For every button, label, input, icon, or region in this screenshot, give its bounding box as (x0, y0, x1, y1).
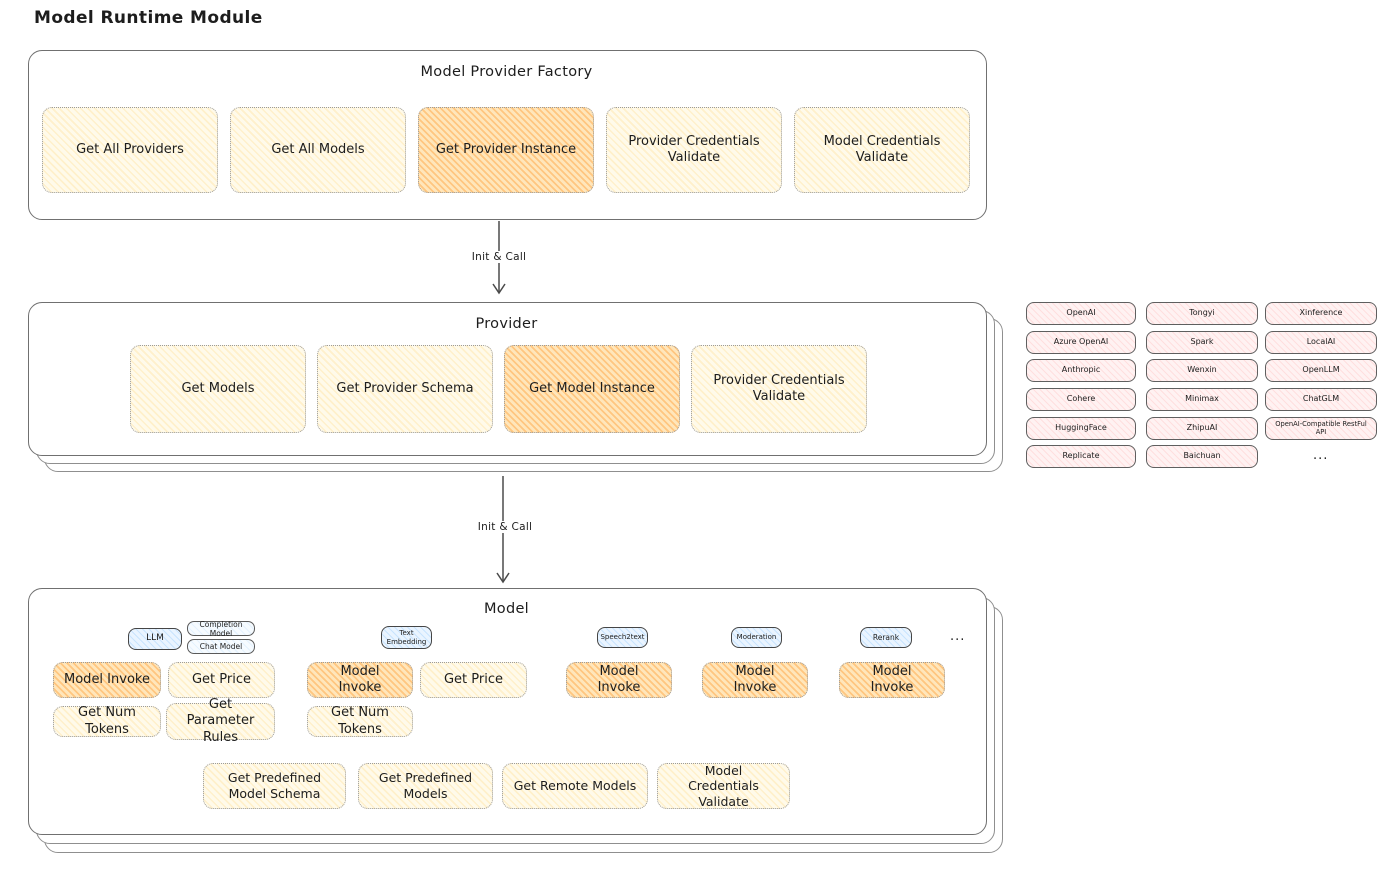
provider-get-provider-schema: Get Provider Schema (317, 345, 493, 433)
provider-xinference: Xinference (1265, 302, 1377, 325)
tab-text-embedding: Text Embedding (381, 626, 432, 649)
provider-baichuan: Baichuan (1146, 445, 1258, 468)
provider-openai-compatible-restful-api: OpenAI-Compatible RestFul API (1265, 417, 1377, 440)
model-title: Model (483, 601, 530, 617)
provider-replicate: Replicate (1026, 445, 1136, 468)
moderation-model-invoke: Model Invoke (702, 662, 808, 698)
llm-get-num-tokens: Get Num Tokens (53, 705, 161, 737)
provider-huggingface: HuggingFace (1026, 417, 1136, 440)
provider-azure-openai: Azure OpenAI (1026, 331, 1136, 354)
factory-get-provider-instance: Get Provider Instance (418, 107, 594, 193)
tab-completion-model: Completion Model (187, 620, 255, 638)
provider-localai: LocalAI (1265, 331, 1377, 354)
factory-get-all-providers: Get All Providers (42, 107, 218, 193)
rerank-model-invoke: Model Invoke (839, 662, 945, 698)
provider-spark: Spark (1146, 331, 1258, 354)
tab-moderation: Moderation (731, 627, 782, 648)
tab-rerank: Rerank (860, 627, 912, 648)
factory-get-all-models: Get All Models (230, 107, 406, 193)
provider-credentials-validate: Provider Credentials Validate (691, 345, 867, 433)
provider-title: Provider (475, 316, 538, 332)
llm-get-price: Get Price (168, 662, 275, 698)
get-predefined-models: Get Predefined Models (358, 763, 493, 809)
tab-chat-model: Chat Model (187, 639, 255, 654)
get-remote-models: Get Remote Models (502, 763, 648, 809)
provider-openllm: OpenLLM (1265, 359, 1377, 382)
init-call-label-2: Init & Call (473, 521, 537, 533)
provider-minimax: Minimax (1146, 388, 1258, 411)
provider-get-models: Get Models (130, 345, 306, 433)
embedding-model-invoke: Model Invoke (307, 662, 413, 698)
embedding-get-num-tokens: Get Num Tokens (307, 705, 413, 737)
provider-wenxin: Wenxin (1146, 359, 1258, 382)
tab-speech2text: Speech2text (597, 627, 648, 648)
llm-get-parameter-rules: Get Parameter Rules (166, 697, 275, 745)
factory-provider-credentials-validate: Provider Credentials Validate (606, 107, 782, 193)
factory-title: Model Provider Factory (420, 64, 593, 80)
provider-tongyi: Tongyi (1146, 302, 1258, 325)
factory-model-credentials-validate: Model Credentials Validate (794, 107, 970, 193)
model-credentials-validate: Model Credentials Validate (657, 763, 790, 809)
provider-cohere: Cohere (1026, 388, 1136, 411)
llm-model-invoke: Model Invoke (53, 662, 161, 698)
init-call-label-1: Init & Call (467, 251, 531, 263)
tabs-more-ellipsis: ... (950, 629, 966, 644)
tab-llm: LLM (128, 628, 182, 650)
provider-get-model-instance: Get Model Instance (504, 345, 680, 433)
providers-more-ellipsis: ... (1313, 448, 1329, 463)
get-predefined-model-schema: Get Predefined Model Schema (203, 763, 346, 809)
provider-anthropic: Anthropic (1026, 359, 1136, 382)
page-title: Model Runtime Module (34, 8, 263, 28)
provider-openai: OpenAI (1026, 302, 1136, 325)
speech2text-model-invoke: Model Invoke (566, 662, 672, 698)
provider-zhipuai: ZhipuAI (1146, 417, 1258, 440)
embedding-get-price: Get Price (420, 662, 527, 698)
provider-chatglm: ChatGLM (1265, 388, 1377, 411)
